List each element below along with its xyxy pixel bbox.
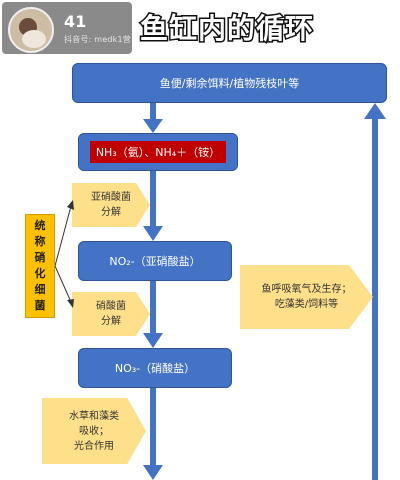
flow-arrowhead-1 [143, 119, 163, 133]
waste-source-box: 鱼便/剩余饵料/植物残枝叶等 [72, 63, 387, 103]
nitrate-bacteria-label: 硝酸菌 分解 [72, 292, 150, 336]
ammonia-label: NH₃（氨）、NH₄＋（铵） [89, 141, 227, 163]
nitrite-bacteria-label: 亚硝酸菌 分解 [72, 183, 150, 227]
flow-arrow-3 [150, 281, 156, 334]
side-tag-char-3: 硝 [34, 251, 46, 264]
flow-arrow-1 [150, 103, 156, 121]
plant-line-1: 水草和藻类 [69, 410, 119, 422]
ammonia-box: NH₃（氨）、NH₄＋（铵） [78, 133, 238, 171]
nitrate-bacteria-line-2: 分解 [101, 316, 121, 327]
flow-arrowhead-4 [143, 465, 163, 480]
fish-respiration-label: 鱼呼吸氧气及生存； 吃藻类/饲料等 [240, 265, 373, 329]
fish-line-2: 吃藻类/饲料等 [274, 299, 339, 310]
plant-absorption-label: 水草和藻类 吸收； 光合作用 [42, 398, 146, 464]
page-title: 鱼缸内的循环 [138, 11, 315, 47]
return-line [372, 116, 378, 480]
flow-arrowhead-3 [143, 333, 163, 348]
nitrate-box: NO₃-（硝酸盐） [78, 348, 232, 388]
avatar [8, 7, 54, 53]
nitrite-bacteria-line-2: 分解 [101, 207, 121, 218]
side-tag-char-1: 统 [34, 219, 46, 232]
plant-line-2: 吸收； [79, 425, 109, 437]
plant-line-3: 光合作用 [74, 440, 114, 452]
side-tag-connectors [55, 200, 74, 308]
flow-arrow-2 [150, 171, 156, 227]
nitrate-bacteria-line-1: 硝酸菌 [96, 301, 126, 312]
nitrifying-bacteria-tag: 统 称 硝 化 细 菌 [25, 214, 55, 318]
header: 41 抖音号: medk1营 鱼缸内的循环 [0, 0, 400, 58]
flow-arrowhead-2 [143, 226, 163, 241]
user-card[interactable]: 41 抖音号: medk1营 [2, 2, 132, 54]
side-tag-char-6: 菌 [34, 299, 46, 312]
user-id: 抖音号: medk1营 [64, 35, 131, 44]
side-tag-char-5: 细 [34, 283, 46, 296]
side-tag-char-2: 称 [34, 235, 46, 248]
side-tag-char-4: 化 [34, 267, 46, 280]
flow-arrow-4 [150, 388, 156, 466]
nitrite-box: NO₂-（亚硝酸盐） [78, 241, 232, 281]
fish-line-1: 鱼呼吸氧气及生存； [261, 284, 352, 295]
return-arrowhead [364, 103, 386, 119]
user-number: 41 [64, 12, 87, 31]
nitrite-bacteria-line-1: 亚硝酸菌 [91, 192, 131, 203]
